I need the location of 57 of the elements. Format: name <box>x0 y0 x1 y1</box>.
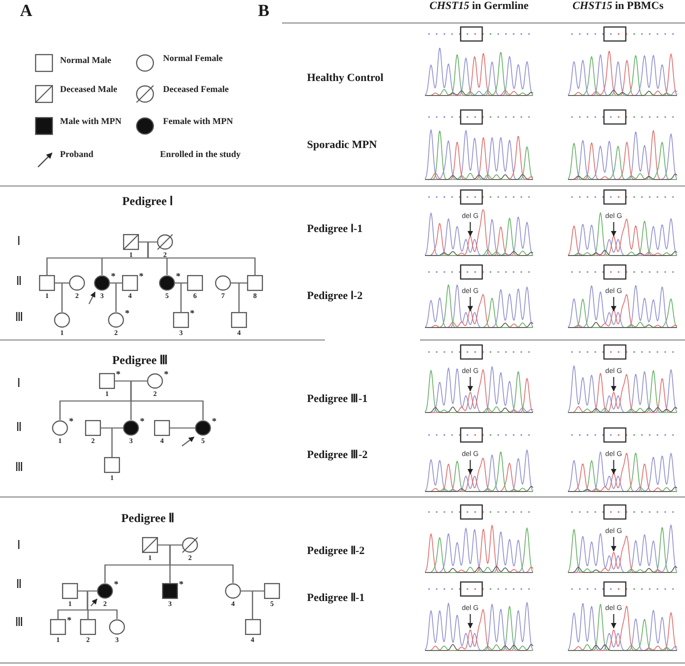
pedigree-title: Pedigree Ⅲ <box>112 354 168 368</box>
row-label: Pedigree Ⅲ-1 <box>307 393 368 406</box>
descent-line <box>61 282 69 312</box>
asterisk-mark: * <box>190 309 194 318</box>
row-label: Sporadic MPN <box>307 139 377 152</box>
legend-text: Enrolled in the study <box>160 149 241 160</box>
column-header: CHST15 in Germline <box>430 0 528 12</box>
row-label: Pedigree Ⅰ-1 <box>307 223 363 236</box>
asterisk-mark: * <box>125 309 130 318</box>
generation-numeral: Ⅱ <box>16 275 22 288</box>
asterisk-mark: * <box>176 272 180 281</box>
generation-numeral: Ⅰ <box>17 539 21 552</box>
descent-line <box>111 427 123 457</box>
generation-numeral: Ⅱ <box>16 421 22 434</box>
row-label: Pedigree Ⅲ-2 <box>307 449 368 462</box>
asterisk-mark: * <box>179 580 184 589</box>
legend-text: Normal Female <box>163 53 223 64</box>
descent-line <box>86 590 118 619</box>
generation-numeral: Ⅰ <box>17 377 21 390</box>
asterisk-mark: * <box>114 580 118 589</box>
row-label: Pedigree Ⅱ-1 <box>307 592 365 604</box>
pedigree-title: Pedigree Ⅰ <box>122 195 174 208</box>
descent-line <box>238 282 247 312</box>
descent-line <box>130 380 204 420</box>
asterisk-mark: * <box>111 272 116 281</box>
generation-numeral: Ⅲ <box>15 311 23 324</box>
row-label: Healthy Control <box>307 72 384 84</box>
legend-text: Deceased Female <box>163 84 229 95</box>
asterisk-mark: * <box>67 616 72 625</box>
legend-text: Female with MPN <box>163 116 233 127</box>
asterisk-mark: * <box>140 417 144 426</box>
panel-letter: A <box>20 2 32 21</box>
pedigree-title: Pedigree Ⅱ <box>121 512 175 526</box>
descent-line <box>115 282 122 312</box>
descent-line <box>180 282 187 312</box>
asterisk-mark: * <box>164 370 168 379</box>
marriage-line <box>170 427 195 429</box>
asterisk-mark: * <box>212 417 216 426</box>
legend-text: Proband <box>60 149 94 160</box>
asterisk-mark: * <box>116 370 120 379</box>
generation-numeral: Ⅲ <box>15 616 23 630</box>
row-label: Pedigree Ⅰ-2 <box>307 290 363 302</box>
asterisk-mark: * <box>69 417 74 426</box>
panel-letter: B <box>258 2 270 21</box>
legend-text: Male with MPN <box>60 116 122 127</box>
proband-arrow <box>182 436 194 446</box>
asterisk-mark: * <box>139 272 144 281</box>
column-header: CHST15 in PBMCs <box>572 0 664 12</box>
legend-text: Normal Male <box>60 55 112 66</box>
descent-line <box>252 590 264 619</box>
generation-numeral: Ⅰ <box>17 235 21 248</box>
generation-numeral: Ⅱ <box>16 578 22 592</box>
proband-arrow <box>90 598 98 606</box>
row-label: Pedigree Ⅱ-2 <box>307 545 365 558</box>
proband-arrow <box>88 292 96 304</box>
generation-numeral: Ⅲ <box>15 461 23 474</box>
legend-text: Deceased Male <box>60 84 118 95</box>
